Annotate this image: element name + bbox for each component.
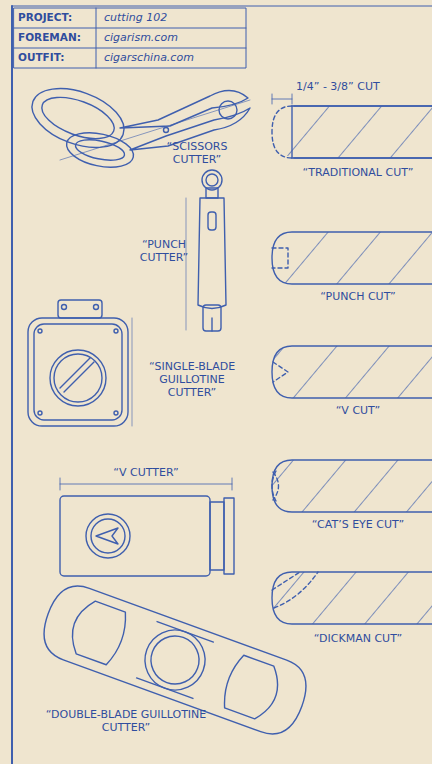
cut-name: “TRADITIONAL CUT” xyxy=(290,166,426,179)
table-value: cigarism.com xyxy=(104,31,242,44)
table-header: FOREMAN: xyxy=(18,31,94,44)
part-name: “PUNCH CUTTER” xyxy=(126,238,202,264)
table-header: OUTFIT: xyxy=(18,51,94,64)
part-name: “V CUTTER” xyxy=(96,466,196,479)
cut-name: “PUNCH CUT” xyxy=(290,290,426,303)
table-value: cutting 102 xyxy=(104,11,242,24)
table-value: cigarschina.com xyxy=(104,51,242,64)
part-name: “SCISSORS CUTTER” xyxy=(152,140,242,166)
part-name: “SINGLE-BLADE GUILLOTINE CUTTER” xyxy=(136,360,248,399)
cut-name: “V CUT” xyxy=(290,404,426,417)
dimension: 1/4” - 3/8” CUT xyxy=(296,80,426,93)
cut-name: “CAT’S EYE CUT” xyxy=(290,518,426,531)
table-header: PROJECT: xyxy=(18,11,94,24)
part-name: “DOUBLE-BLADE GUILLOTINE CUTTER” xyxy=(36,708,216,734)
cut-name: “DICKMAN CUT” xyxy=(290,632,426,645)
